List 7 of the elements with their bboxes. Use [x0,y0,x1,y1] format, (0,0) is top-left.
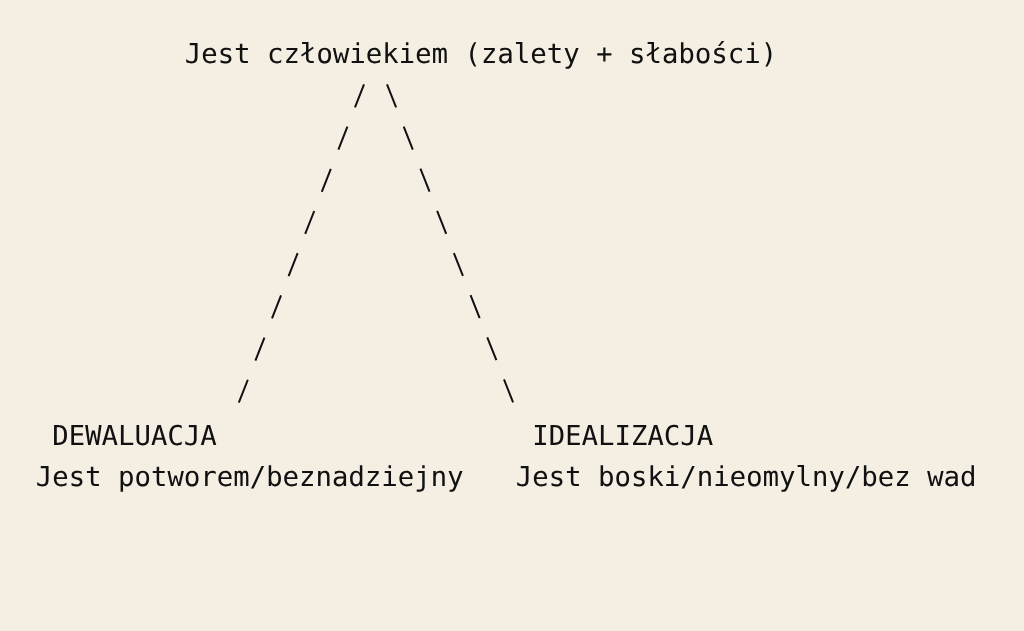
body-text: Jest potworem/beznadziejny [37,465,463,492]
heading-text: IDEALIZACJA [534,424,713,446]
body-text: Jest boski/nieomylny/bez wad [517,465,974,492]
node-text: Jest człowiekiem (zalety + słabości) [186,41,772,69]
heading-text: DEWALUACJA [54,424,217,446]
dashed-line [237,83,365,406]
dashed-line [386,83,515,406]
